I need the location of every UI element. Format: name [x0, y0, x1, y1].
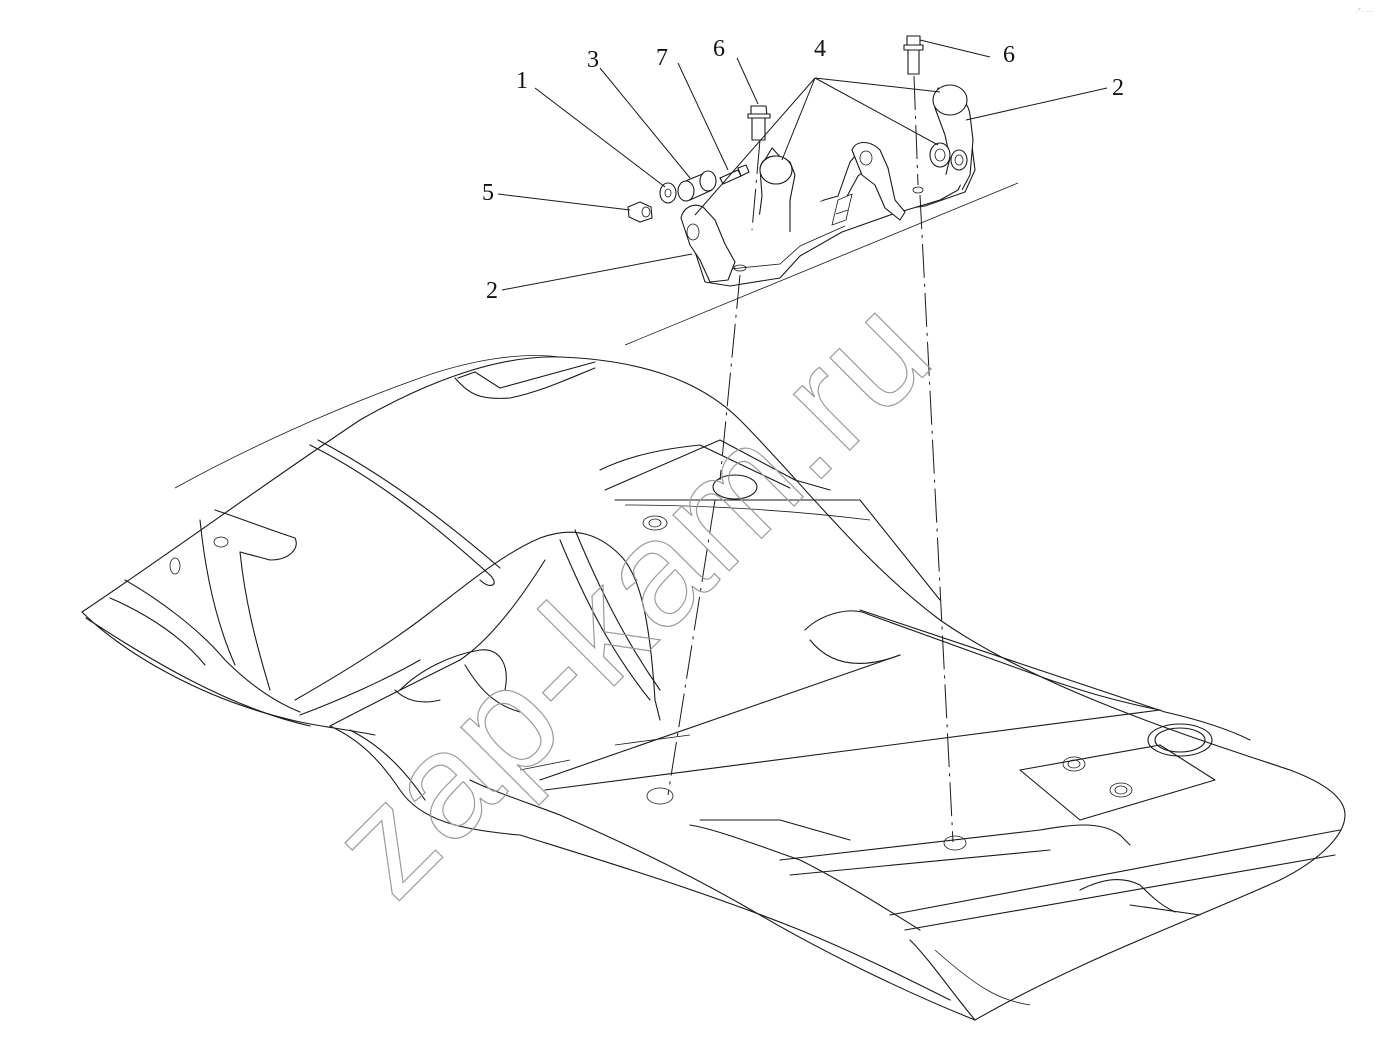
washer-part-1 [659, 182, 677, 204]
callout-6-right: 6 [1003, 42, 1015, 68]
corner-mark: ·°· ··· [1355, 7, 1374, 16]
bracket-assembly [627, 35, 976, 287]
alignment-centerlines [624, 75, 1019, 843]
callout-5: 5 [482, 180, 494, 206]
callout-2-left: 2 [486, 278, 498, 304]
callout-7: 7 [656, 45, 668, 71]
callout-2-right: 2 [1112, 75, 1124, 101]
callout-6-left: 6 [713, 36, 725, 62]
bolt-part-6-left [747, 105, 771, 141]
callout-1: 1 [516, 68, 528, 94]
bushing-part-3 [677, 170, 717, 202]
floor-panel [81, 355, 1346, 1021]
callout-4: 4 [814, 36, 826, 62]
watermark: zap-kam.ru [299, 264, 962, 927]
callout-labels: 1 2 2 3 4 5 6 6 7 [482, 36, 1124, 304]
bolt-part-6-right [903, 35, 924, 75]
nut-part-5 [627, 201, 653, 223]
callout-3: 3 [587, 47, 599, 73]
callout-leaders [497, 39, 1108, 291]
